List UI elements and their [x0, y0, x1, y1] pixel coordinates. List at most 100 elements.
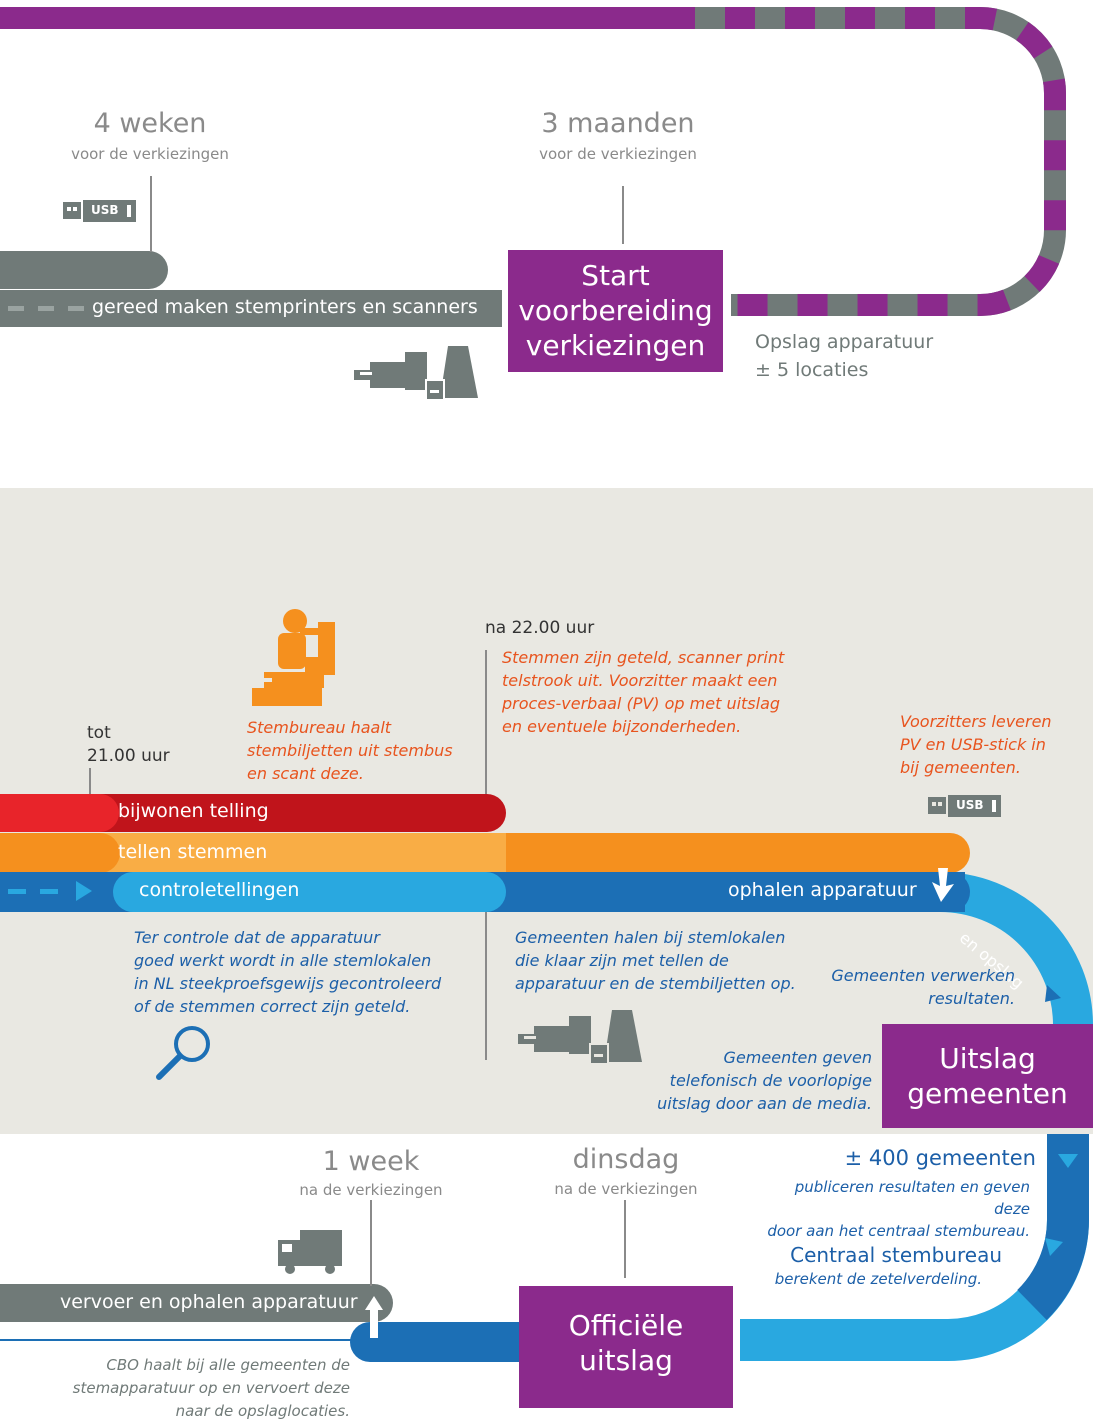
- control-line: of de stemmen correct zijn geteld.: [134, 997, 411, 1016]
- usb-label: USB: [91, 203, 119, 217]
- process-line: resultaten.: [928, 989, 1015, 1008]
- prep-dash: [68, 306, 84, 311]
- cbo-line: CBO haalt bij alle gemeenten de: [106, 1356, 350, 1374]
- chairs-description: Voorzitters leveren PV en USB-stick in b…: [900, 710, 1052, 779]
- start-box: Start voorbereiding verkiezingen: [508, 250, 723, 372]
- start-box-line: verkiezingen: [525, 329, 706, 362]
- usb-stick-icon: USB: [63, 200, 136, 222]
- control-line: goed werkt wordt in alle stemlokalen: [134, 951, 432, 970]
- until-21-label: tot 21.00 uur: [87, 722, 170, 768]
- municipalities-line: publiceren resultaten en geven deze: [794, 1178, 1030, 1218]
- phone-line: Gemeenten geven: [723, 1048, 872, 1067]
- scan-description-line: Stembureau haalt: [247, 718, 392, 737]
- until-21-line: tot: [87, 723, 111, 743]
- months3-line: [622, 186, 624, 244]
- phone-line: telefonisch de voorlopige: [669, 1071, 872, 1090]
- storage-label-line: ± 5 locaties: [755, 359, 869, 381]
- control-line: in NL steekproefsgewijs gecontroleerd: [134, 974, 442, 993]
- after-22-line: proces-verbaal (PV) op met uitslag: [502, 694, 781, 713]
- cbo-description: CBO haalt bij alle gemeenten de stemappa…: [60, 1354, 350, 1423]
- storage-track-dashes: [665, 6, 1066, 316]
- printer-icon: [354, 352, 427, 390]
- triangle-down-icon: [1045, 985, 1061, 1002]
- tuesday-sublabel: na de verkiezingen: [554, 1180, 698, 1198]
- orange-bar-label: tellen stemmen: [118, 841, 268, 863]
- control-description: Ter controle dat de apparatuur goed werk…: [134, 926, 441, 1018]
- process-line: Gemeenten verwerken: [831, 966, 1015, 985]
- storage-label-line: Opslag apparatuur: [755, 331, 934, 353]
- scan-description-line: stembiljetten uit stembus: [247, 741, 453, 760]
- arrow-down-icon: [932, 868, 954, 902]
- printer-icon: [518, 1016, 591, 1054]
- blue-bar-light: [113, 872, 506, 912]
- after-22-line: en eventuele bijzonderheden.: [502, 717, 742, 736]
- arrow-up-icon: [365, 1296, 383, 1338]
- official-box-line: Officiële: [568, 1309, 684, 1342]
- cbo-line: stemapparatuur op en vervoert deze: [72, 1379, 350, 1397]
- prep-dash: [38, 306, 54, 311]
- week1-label: 1 week: [322, 1146, 420, 1177]
- prep-bar-upper: [0, 251, 168, 289]
- start-box-line: Start: [581, 259, 650, 292]
- months3-sublabel: voor de verkiezingen: [539, 145, 697, 163]
- central-title: Centraal stembureau: [790, 1243, 1002, 1267]
- municipalities-description: publiceren resultaten en geven deze door…: [760, 1176, 1030, 1242]
- weeks4-line: [150, 176, 152, 252]
- municipalities-title: ± 400 gemeenten: [844, 1146, 1036, 1170]
- blue-bar-label: controletellingen: [139, 879, 300, 901]
- control-line: Ter controle dat de apparatuur: [134, 928, 380, 947]
- tuesday-label: dinsdag: [572, 1144, 680, 1175]
- chairs-line: PV en USB-stick in: [900, 735, 1046, 754]
- storage-track-solid: [0, 7, 665, 29]
- usb-label: USB: [956, 798, 984, 812]
- collect-line: apparatuur en de stembiljetten op.: [515, 974, 796, 993]
- week1-sublabel: na de verkiezingen: [299, 1181, 443, 1199]
- scan-description-line: en scant deze.: [247, 764, 364, 783]
- chairs-line: bij gemeenten.: [900, 758, 1021, 777]
- central-description: berekent de zetelverdeling.: [774, 1270, 982, 1288]
- cbo-line: naar de opslaglocaties.: [175, 1402, 350, 1420]
- weeks4-label: 4 weken: [93, 108, 207, 139]
- magnifier-icon: [156, 1026, 210, 1080]
- weeks4-sublabel: voor de verkiezingen: [71, 145, 229, 163]
- months3-label: 3 maanden: [541, 108, 695, 139]
- transport-bar-label: vervoer en ophalen apparatuur: [60, 1291, 358, 1313]
- bottom-track: [0, 1134, 1089, 1362]
- triangle-down-icon: [1045, 1238, 1063, 1256]
- result-municipalities-box: Uitslag gemeenten: [882, 1024, 1093, 1128]
- official-box-line: uitslag: [579, 1344, 673, 1377]
- until-21-line: 21.00 uur: [87, 746, 170, 766]
- red-bar-label: bijwonen telling: [118, 800, 269, 822]
- scanning-worker-icon: [252, 609, 335, 706]
- storage-label: Opslag apparatuur ± 5 locaties: [755, 328, 933, 384]
- election-night-bars: [0, 609, 1093, 1080]
- collect-line: Gemeenten halen bij stemlokalen: [515, 928, 786, 947]
- prep-dash: [8, 306, 24, 311]
- after-22-line: Stemmen zijn geteld, scanner print: [502, 648, 785, 667]
- result-box-line: Uitslag: [939, 1042, 1036, 1075]
- transport-bar: [0, 1284, 393, 1322]
- usb-stick-icon: USB: [928, 795, 1001, 817]
- red-bar: [0, 794, 506, 832]
- prep-bar-label: gereed maken stemprinters en scanners: [92, 296, 478, 318]
- chairs-line: Voorzitters leveren: [900, 712, 1052, 731]
- scan-description: Stembureau haalt stembiljetten uit stemb…: [247, 716, 453, 785]
- after-22-line: telstrook uit. Voorzitter maakt een: [502, 671, 778, 690]
- scanner-icon: [425, 346, 478, 401]
- collect-line: die klaar zijn met tellen de: [515, 951, 729, 970]
- process-description: Gemeenten verwerken resultaten.: [800, 964, 1015, 1010]
- official-result-box: Officiële uitslag: [519, 1286, 733, 1408]
- phone-line: uitslag door aan de media.: [657, 1094, 872, 1113]
- truck-icon: [278, 1230, 342, 1274]
- after-22-description: Stemmen zijn geteld, scanner print telst…: [502, 646, 784, 738]
- collect-description: Gemeenten halen bij stemlokalen die klaa…: [515, 926, 796, 995]
- scanner-icon: [589, 1010, 642, 1065]
- phone-description: Gemeenten geven telefonisch de voorlopig…: [650, 1046, 872, 1115]
- arrow-right-icon: [76, 881, 92, 901]
- after-22-label: na 22.00 uur: [485, 618, 595, 638]
- municipalities-line: door aan het centraal stembureau.: [767, 1222, 1030, 1240]
- collect-bar-label: ophalen apparatuur: [728, 879, 917, 901]
- result-box-line: gemeenten: [907, 1077, 1068, 1110]
- triangle-down-icon: [1058, 1154, 1078, 1168]
- start-box-line: voorbereiding: [518, 294, 713, 327]
